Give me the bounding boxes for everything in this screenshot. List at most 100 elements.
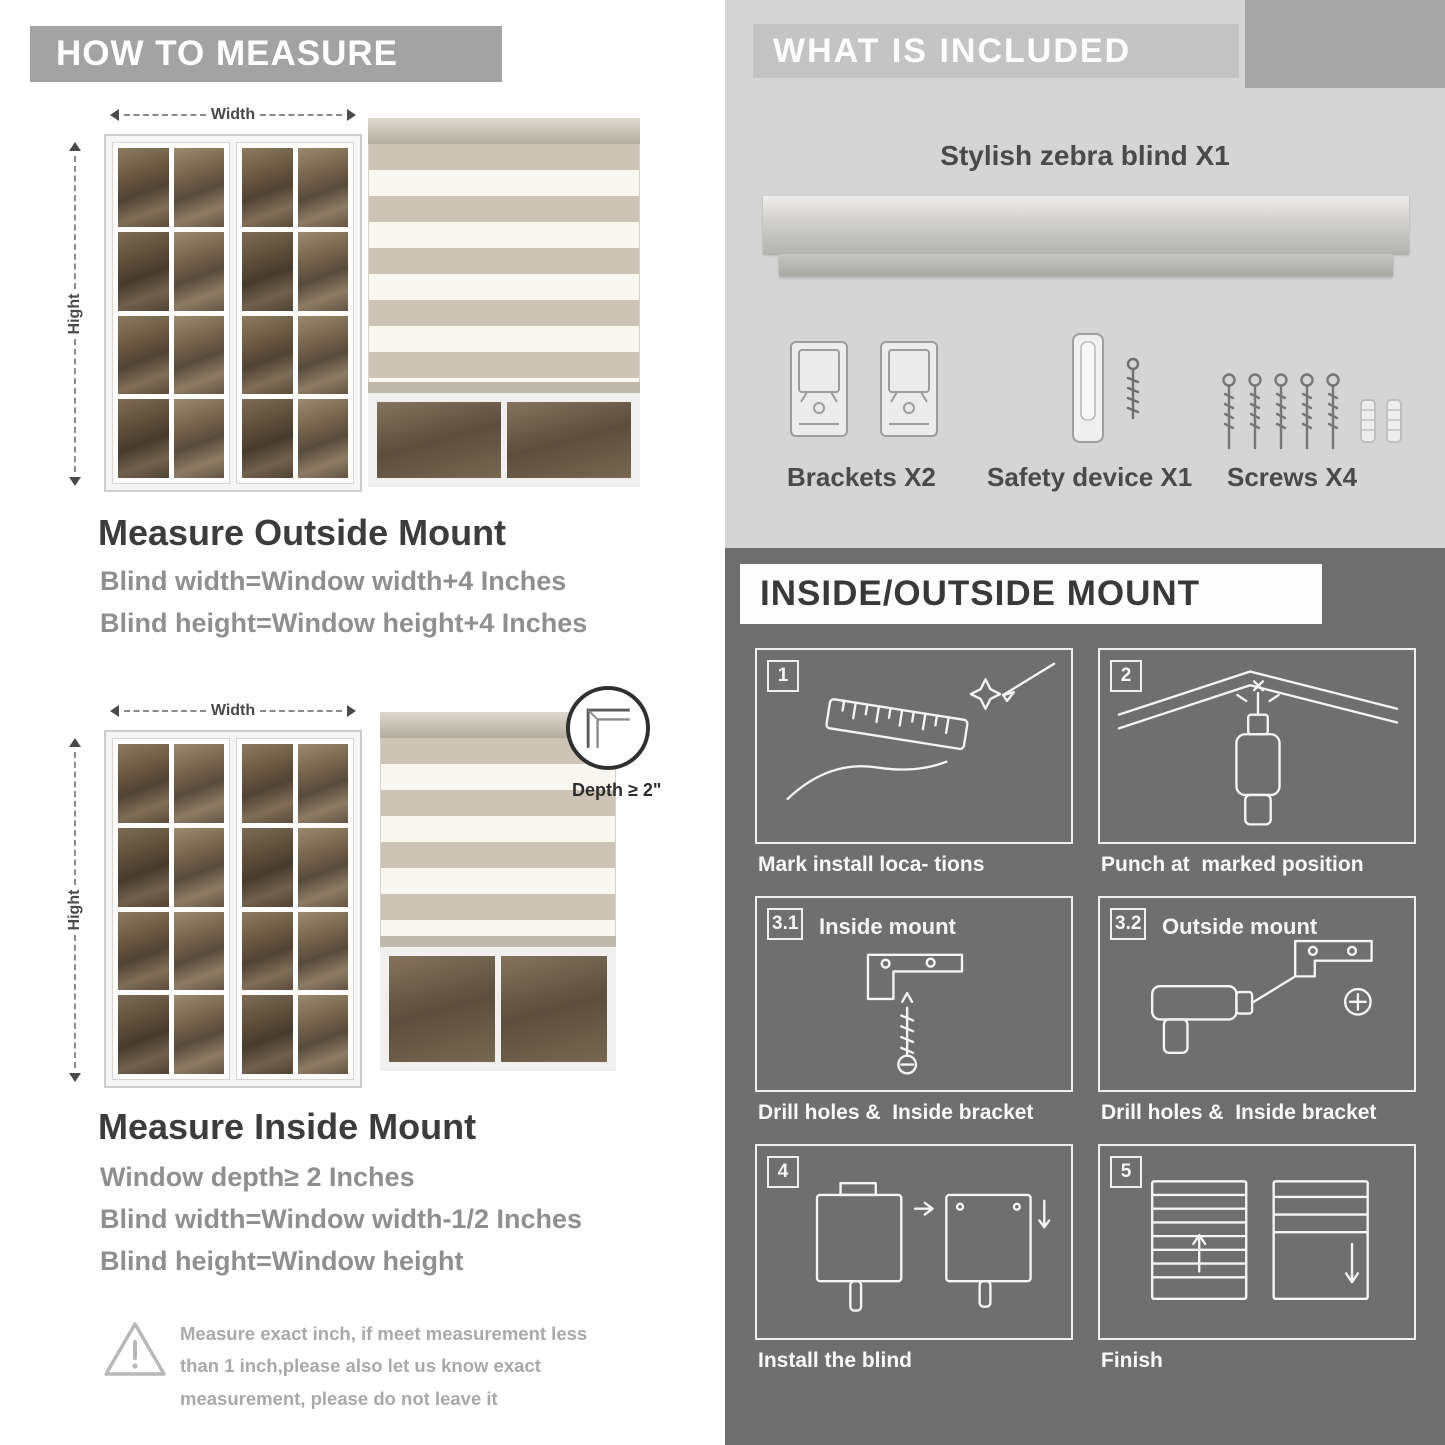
window-pane: [173, 315, 224, 395]
window-pane: [118, 231, 169, 311]
window-pane: [242, 231, 293, 311]
dashed-line: [260, 710, 342, 712]
finished-blinds-illustration: [1151, 1180, 1369, 1300]
dashed-line: [74, 156, 76, 289]
width-dimension-arrow: Width: [104, 106, 362, 124]
window-pane: [242, 827, 293, 907]
zebra-stripes: [380, 738, 616, 936]
headrail-valance: [779, 254, 1393, 276]
window-pane: [118, 911, 169, 991]
screws-label: Screws X4: [1227, 462, 1358, 492]
window-pane: [242, 911, 293, 991]
height-dimension-arrow: Hight: [66, 732, 84, 1088]
arrowhead-right-icon: [347, 705, 362, 717]
brackets-icon: [790, 341, 938, 437]
step-number-badge: 5: [1110, 1156, 1142, 1188]
headrail-cassette: [763, 196, 1409, 254]
window-pane: [242, 315, 293, 395]
window-pane: [118, 744, 169, 823]
how-to-measure-banner: HOW TO MEASURE: [30, 26, 502, 82]
arrowhead-right-icon: [69, 732, 81, 747]
window-pane: [118, 827, 169, 907]
how-to-measure-title: HOW TO MEASURE: [56, 34, 398, 73]
window-pane: [173, 744, 224, 823]
step-number-badge: 1: [767, 660, 799, 692]
window-frame-corner-icon: [586, 708, 630, 748]
window-below-blind: [380, 947, 616, 1071]
depth-label: Depth ≥ 2": [572, 780, 662, 800]
step-panel-3-2: 3.2 Outside mount: [1098, 896, 1416, 1092]
step-caption: Drill holes & Inside bracket: [1101, 1101, 1377, 1124]
brackets-label: Brackets X2: [787, 462, 936, 492]
step-panel-2: 2: [1098, 648, 1416, 844]
blind-bottomrail: [380, 936, 616, 947]
window-casement-right: [237, 143, 353, 483]
arrowhead-right-icon: [69, 136, 81, 151]
window-pane: [118, 995, 169, 1074]
outside-bracket-illustration: [1151, 939, 1373, 1054]
inside-mount-rule-height: Blind height=Window height: [100, 1246, 464, 1276]
step-panel-1: 1: [755, 648, 1073, 844]
window-illustration: [104, 134, 362, 492]
outside-mount-window-diagram: Width Hight: [62, 100, 367, 500]
window-casement-left: [113, 739, 229, 1079]
step-title: Outside mount: [1162, 914, 1318, 939]
window-pane: [242, 399, 293, 478]
dashed-line: [124, 114, 206, 116]
window-pane: [297, 315, 348, 395]
step-number-badge: 3.2: [1110, 908, 1147, 940]
window-pane: [173, 911, 224, 991]
step-panel-5: 5: [1098, 1144, 1416, 1340]
dashed-line: [74, 752, 76, 885]
dashed-line: [74, 339, 76, 472]
window-pane: [377, 402, 501, 478]
window-pane: [242, 744, 293, 823]
window-pane: [242, 995, 293, 1074]
inside-mount-rule-depth: Window depth≥ 2 Inches: [100, 1162, 415, 1192]
inside-mount-rule-width: Blind width=Window width-1/2 Inches: [100, 1204, 583, 1234]
window-pane: [507, 402, 631, 478]
screws-icon: [1222, 373, 1402, 450]
arrowhead-right-icon: [347, 109, 362, 121]
step-number-badge: 3.1: [767, 908, 804, 940]
inside-mount-title: Measure Inside Mount: [98, 1106, 477, 1147]
window-pane: [389, 956, 495, 1062]
window-pane: [501, 956, 607, 1062]
height-dimension-arrow: Hight: [66, 136, 84, 492]
window-pane: [297, 399, 348, 478]
window-pane: [297, 231, 348, 311]
window-pane: [118, 315, 169, 395]
inside-bracket-illustration: [866, 953, 964, 1075]
window-casement-right: [237, 739, 353, 1079]
step-number-badge: 4: [767, 1156, 799, 1188]
safety-device-icon: [1072, 333, 1140, 443]
step-caption: Finish: [1101, 1349, 1163, 1372]
blind-headrail: [368, 118, 640, 144]
inside-mount-blind-illustration: [380, 712, 616, 1071]
depth-detail-callout: [566, 686, 650, 770]
dashed-line: [260, 114, 342, 116]
arrowhead-left-icon: [104, 705, 119, 717]
window-pane: [297, 827, 348, 907]
window-body: [113, 143, 353, 483]
what-is-included-banner: WHAT IS INCLUDED: [753, 24, 1239, 78]
step-title: Inside mount: [819, 914, 956, 939]
blind-bottomrail: [368, 382, 640, 393]
inside-mount-window-diagram: Width Hight: [62, 696, 367, 1096]
window-pane: [297, 995, 348, 1074]
window-pane: [173, 148, 224, 227]
corner-shade-block: [1245, 0, 1445, 88]
window-pane: [297, 911, 348, 991]
zebra-blind-headrail-photo: [763, 196, 1409, 276]
outside-mount-title: Measure Outside Mount: [98, 512, 507, 553]
mount-instructions-section: INSIDE/OUTSIDE MOUNT 1 2: [725, 548, 1445, 1445]
height-label: Hight: [66, 293, 83, 335]
mark-location-illustration: [786, 662, 1056, 801]
safety-device-label: Safety device X1: [987, 462, 1193, 492]
window-below-blind: [368, 393, 640, 487]
step-caption: Drill holes & Inside bracket: [758, 1101, 1034, 1124]
width-label: Width: [210, 702, 256, 719]
step-caption: Mark install loca- tions: [758, 853, 985, 876]
step-caption: Install the blind: [758, 1349, 913, 1372]
